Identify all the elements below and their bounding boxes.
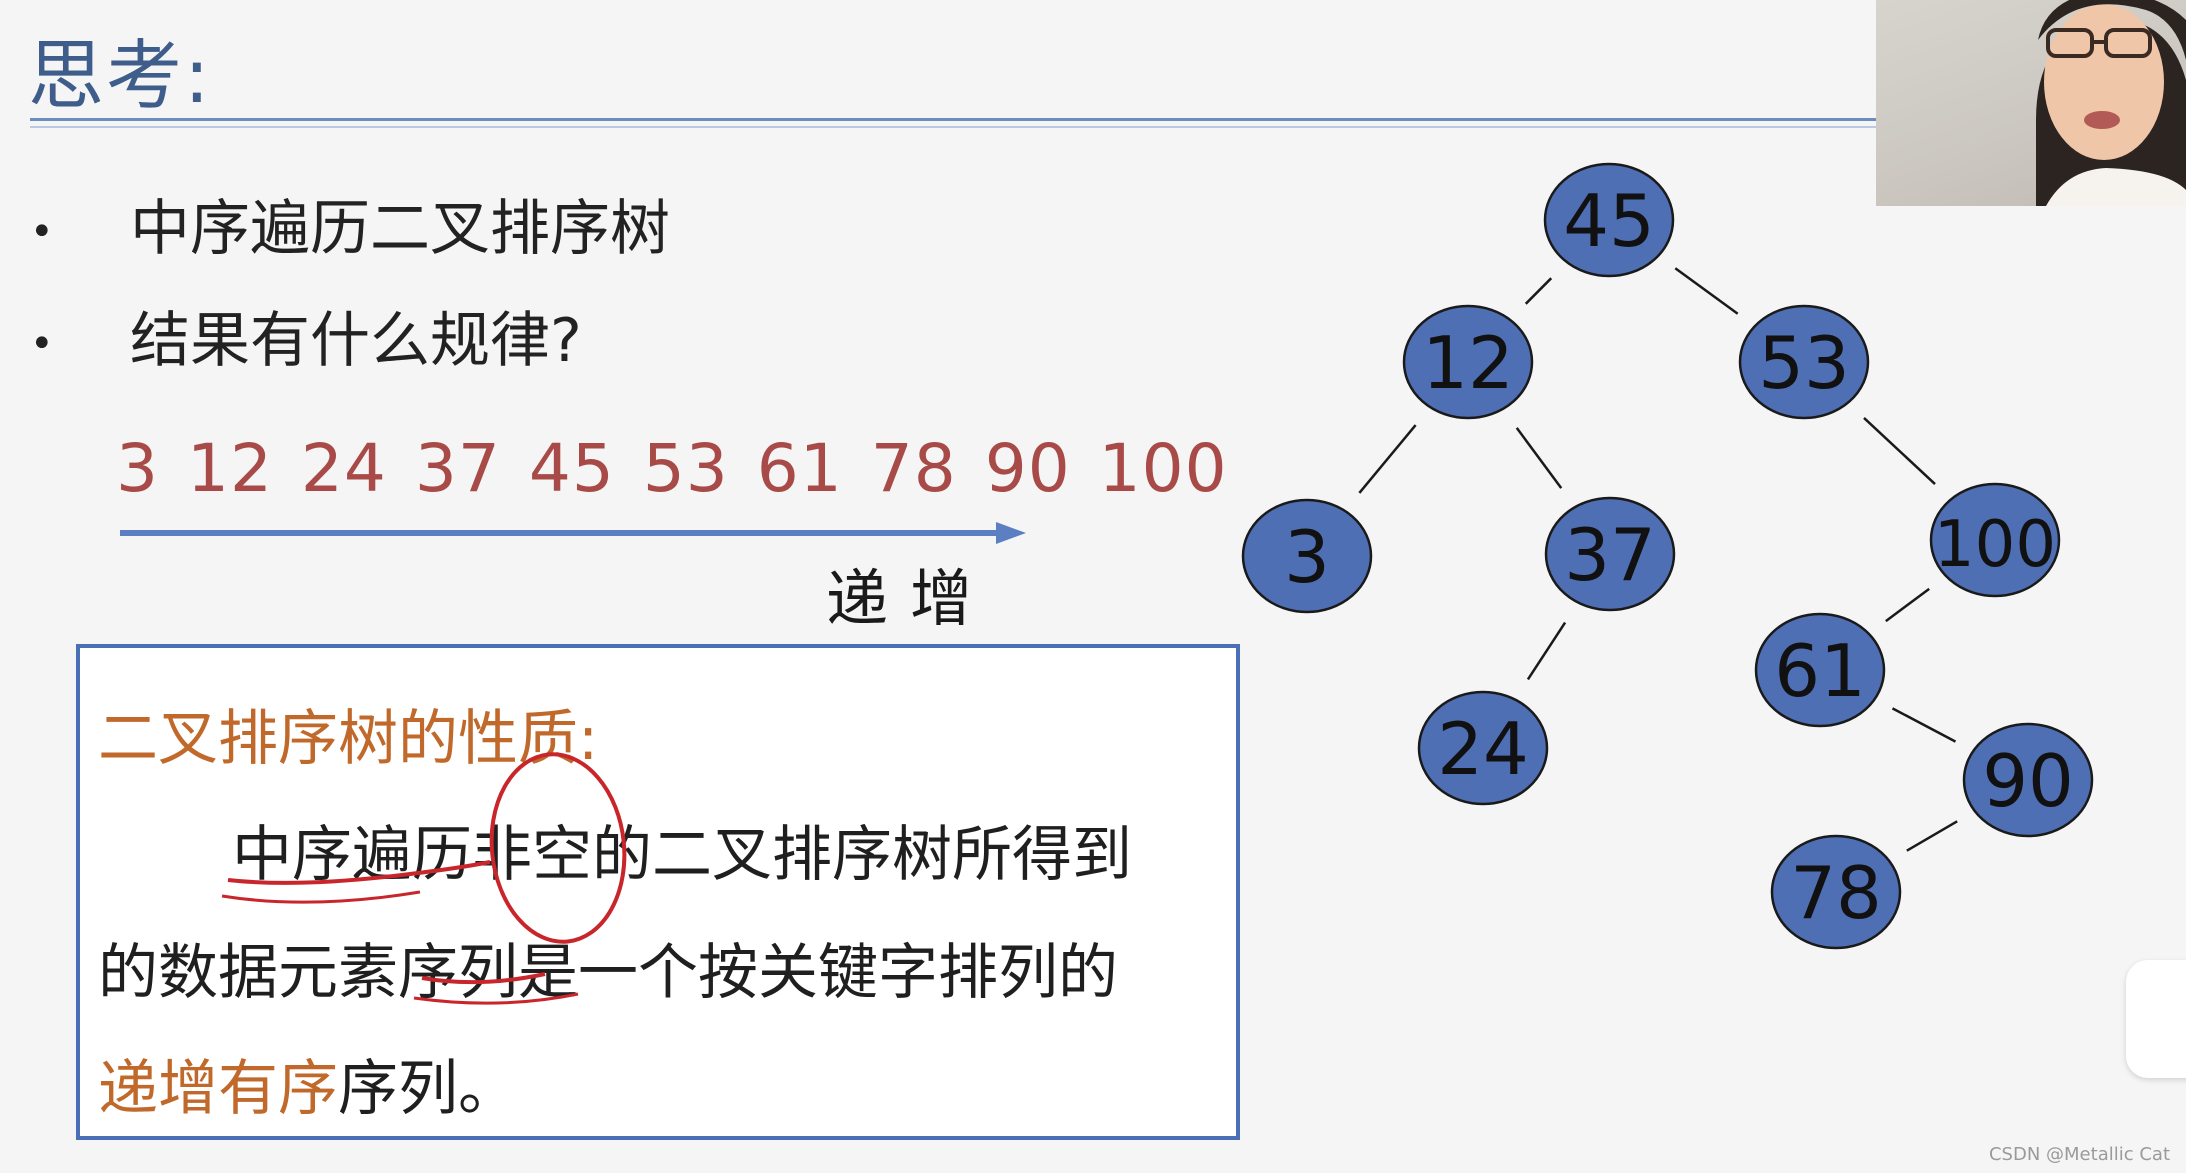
property-line-3: 递增有序序列。 [98,1040,518,1127]
tree-node-label: 24 [1437,707,1529,791]
tree-node-circle [1544,496,1676,612]
tree-node-100: 100 [1929,482,2061,598]
tree-node-label: 90 [1982,739,2074,823]
slide-title: 思考: [28,31,212,120]
tree-node-circle [1241,498,1373,614]
tree-node-12: 12 [1402,304,1534,420]
increasing-arrow-icon [120,522,1026,544]
tree-node-61: 61 [1754,612,1886,728]
bullet-dot-icon: • [30,209,54,256]
property-line-3-rest: 序列。 [338,1054,518,1124]
bullet-text-2: 结果有什么规律? [130,306,582,376]
tree-edge-45-53 [1674,267,1739,315]
property-accent-text: 递增有序 [98,1054,338,1124]
binary-search-tree-diagram: 45 12 53 3 37 100 24 61 90 78 [1241,162,2094,950]
presenter-video [1876,0,2186,206]
increasing-label: 递增 [826,562,995,635]
tree-node-circle [1770,834,1902,950]
bullet-text-1: 中序遍历二叉排序树 [130,194,670,264]
tree-node-78: 78 [1770,834,1902,950]
tree-node-circle [1417,690,1549,806]
bullet-item-1: • 中序遍历二叉排序树 [30,180,670,267]
tree-edge-37-24 [1526,621,1567,681]
tree-node-37: 37 [1544,496,1676,612]
title-divider-thin [30,126,1878,128]
tree-edge-12-3 [1358,424,1417,494]
tree-node-label: 61 [1774,629,1866,713]
tree-node-circle [1929,482,2061,598]
property-box: 二叉排序树的性质: 中序遍历非空的二叉排序树所得到 的数据元素序列是一个按关键字… [76,644,1240,1140]
bullet-dot-icon: • [30,321,54,368]
presenter-avatar-icon [2036,0,2186,206]
property-line-2: 的数据元素序列是一个按关键字排列的 [98,938,1118,1008]
tree-node-label: 53 [1758,321,1850,405]
tree-node-label: 100 [1934,508,2056,582]
tree-edge-12-37 [1515,427,1563,489]
tree-edge-100-61 [1885,587,1930,623]
tree-node-45: 45 [1543,162,1675,278]
tree-edge-45-12 [1524,277,1553,305]
tree-edge-53-100 [1863,416,1936,486]
tree-node-label: 3 [1284,515,1330,599]
tree-node-label: 12 [1422,321,1514,405]
tree-edge-90-78 [1906,820,1958,852]
property-line-1: 中序遍历非空的二叉排序树所得到 [232,820,1132,890]
tree-node-3: 3 [1241,498,1373,614]
inorder-sequence: 3 12 24 37 45 53 61 78 90 100 [116,430,1228,507]
tree-node-circle [1754,612,1886,728]
bullet-item-2: • 结果有什么规律? [30,292,582,379]
side-panel-handle[interactable] [2126,960,2186,1078]
watermark: CSDN @Metallic Cat [1988,1144,2170,1165]
title-divider [30,118,1878,121]
tree-node-24: 24 [1417,690,1549,806]
tree-node-90: 90 [1962,722,2094,838]
tree-node-circle [1962,722,2094,838]
tree-node-53: 53 [1738,304,1870,420]
tree-node-circle [1402,304,1534,420]
tree-node-circle [1738,304,1870,420]
tree-node-circle [1543,162,1675,278]
tree-node-label: 78 [1790,851,1882,935]
tree-edge-61-90 [1891,707,1957,743]
tree-node-label: 45 [1563,179,1655,263]
tree-node-label: 37 [1564,513,1656,597]
property-title: 二叉排序树的性质: [98,704,599,774]
